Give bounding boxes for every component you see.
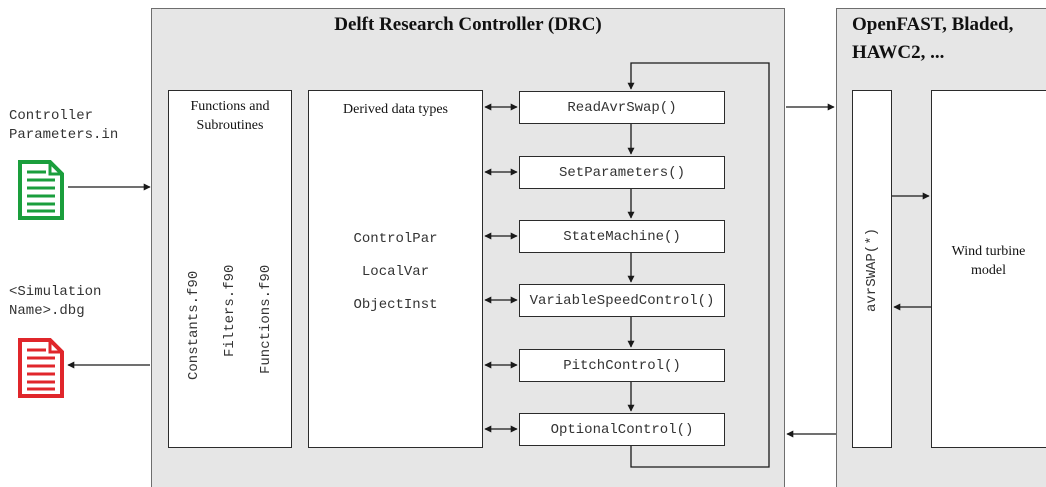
functions-title-line2: Subroutines xyxy=(196,118,264,133)
avrswap-box xyxy=(852,90,892,448)
simulator-title-line1: OpenFAST, Bladed, xyxy=(852,14,1014,35)
type-localvar: LocalVar xyxy=(361,264,430,280)
output-file-icon xyxy=(18,338,64,398)
output-file-label-line1: <Simulation xyxy=(9,284,102,300)
functions-title-line1: Functions and xyxy=(190,99,270,114)
functions-box xyxy=(168,90,292,448)
wind-turbine-box xyxy=(931,90,1046,448)
routine-optionalcontrol: OptionalControl() xyxy=(519,413,725,446)
file-functions: Functions.f90 xyxy=(258,264,274,374)
type-objectinst: ObjectInst xyxy=(353,297,438,313)
routine-variablespeedcontrol: VariableSpeedControl() xyxy=(519,284,725,317)
routine-pitchcontrol: PitchControl() xyxy=(519,349,725,382)
drc-title: Delft Research Controller (DRC) xyxy=(334,14,602,35)
file-constants: Constants.f90 xyxy=(186,270,202,380)
derived-types-title: Derived data types xyxy=(343,102,448,117)
routine-readavrswap: ReadAvrSwap() xyxy=(519,91,725,124)
output-file-label-line2: Name>.dbg xyxy=(9,303,85,319)
input-file-label-line1: Controller xyxy=(9,108,94,124)
file-filters: Filters.f90 xyxy=(222,264,238,357)
type-controlpar: ControlPar xyxy=(353,231,438,247)
input-file-label-line2: Parameters.in xyxy=(9,127,119,143)
routine-statemachine: StateMachine() xyxy=(519,220,725,253)
simulator-title-line2: HAWC2, ... xyxy=(852,42,945,63)
wind-turbine-label-line1: Wind turbine xyxy=(951,244,1026,259)
input-file-icon xyxy=(18,160,64,220)
routine-setparameters: SetParameters() xyxy=(519,156,725,189)
derived-types-box xyxy=(308,90,483,448)
avrswap-label: avrSWAP(*) xyxy=(864,227,880,312)
wind-turbine-label-line2: model xyxy=(971,263,1006,278)
